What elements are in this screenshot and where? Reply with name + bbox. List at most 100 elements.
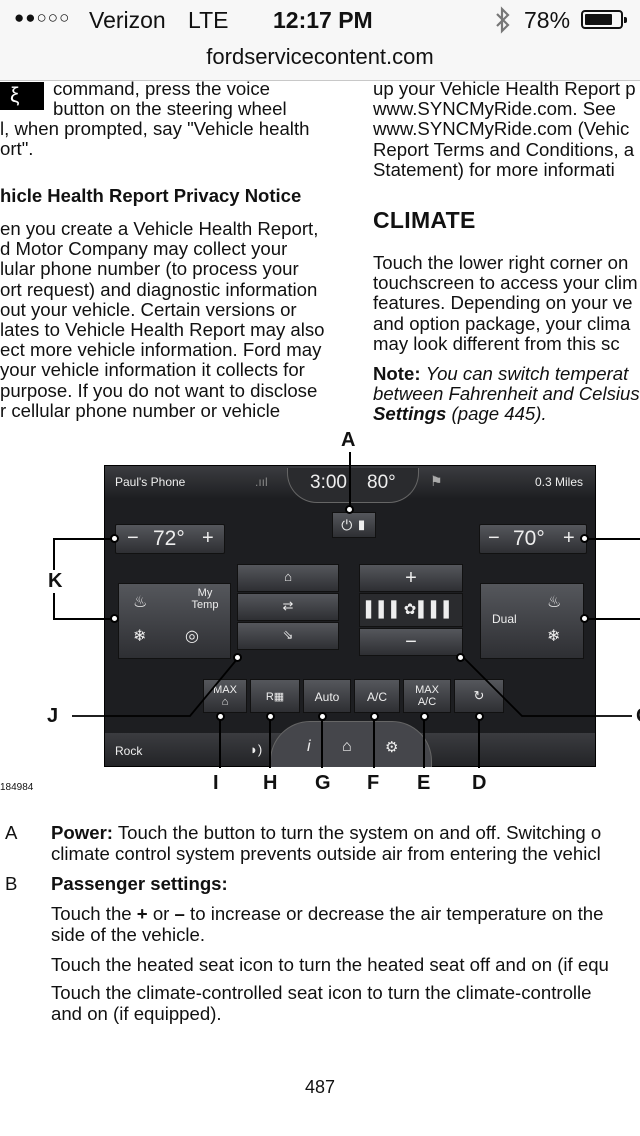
climate-text-line: touchscreen to access your clim [373,272,638,294]
fan-speed-indicator: ▌▌▌✿▌▌▌ [359,593,463,627]
description-letter-b: B [5,873,18,894]
health-report-text-line: www.SYNCMyRide.com. See [373,98,616,120]
voice-text-line: l, when prompted, say "Vehicle health [0,118,310,139]
callout-dot-d [475,712,484,721]
recirculate-button[interactable]: ↻ [454,679,504,713]
callout-line-d [478,716,480,768]
climate-seat-line: Touch the climate-controlled seat icon t… [51,982,592,1003]
settings-link[interactable]: Settings [373,403,447,424]
health-report-text-line: Report Terms and Conditions, a [373,138,635,160]
dual-button[interactable]: Dual [492,612,517,626]
screen-audio-icon[interactable]: ◗) [250,742,263,757]
privacy-text-line: r cellular phone number or vehicle [0,399,281,421]
voice-text-line: command, press the voice [53,78,271,99]
page-number: 487 [304,1077,336,1097]
voice-text-line: ort". [0,138,34,159]
screen-nav-icon: ⚑ [430,473,443,489]
screen-info-icon[interactable]: i [307,738,311,755]
battery-icon [581,10,627,29]
driver-temp-plus-button[interactable]: + [202,527,214,549]
driver-seat-panel [118,583,231,659]
power-title: Power: [51,822,113,843]
screen-outside-temp: 80° [367,472,396,493]
voice-text-line: button on the steering wheel [53,98,287,119]
passenger-temp-plus-button[interactable]: + [563,527,575,549]
figure-image-number: 184984 [0,782,34,793]
floor-airflow-button[interactable]: ⇘ [237,622,339,650]
passenger-temp-control [479,524,587,554]
text-fragment: Touch the [51,903,137,924]
callout-j: J [47,705,59,727]
screen-time: 3:00 [310,472,347,493]
text-fragment: to increase or decrease the air temperat… [184,903,604,924]
callout-line-f [373,716,375,768]
health-report-text-line: up your Vehicle Health Report p [373,78,636,99]
passenger-settings-title: Passenger settings: [51,873,228,894]
screen-clock-panel [287,468,419,503]
description-a-line: Power: Touch the button to turn the syst… [51,822,601,843]
fan-speed-plus-button[interactable]: + [359,564,463,592]
callout-line-b [584,618,640,620]
passenger-heated-seat-icon[interactable]: ♨ [547,594,562,611]
screen-audio-source: Rock [115,744,143,758]
callout-e: E [417,772,431,794]
callout-dot-a [345,505,354,514]
passenger-temp-value: 70° [513,527,545,550]
driver-temp-minus-button[interactable]: − [127,527,139,549]
callout-dot-h [266,712,275,721]
heated-seat-line: Touch the heated seat icon to turn the h… [51,954,609,975]
health-report-text-line: Statement) for more informati [373,158,615,180]
climate-text-line: may look different from this sc [373,332,620,354]
note-line: Settings (page 445). [373,403,547,424]
description-letter-a: A [5,822,18,843]
url-domain: fordservicecontent.com [206,44,434,69]
max-defrost-button[interactable]: MAX⌂ [203,679,247,713]
screen-distance: 0.3 Miles [535,475,584,489]
description-a-line: climate control system prevents outside … [51,843,601,864]
climate-text-line: and option package, your clima [373,312,631,334]
privacy-text-line: lular phone number (to process your [0,258,299,280]
page-reference: (page 445). [451,403,547,424]
callout-line-h [269,716,271,768]
bluetooth-icon [494,6,512,39]
callout-dot-i [216,712,225,721]
driver-heated-seat-icon[interactable]: ♨ [133,594,148,611]
passenger-temp-minus-button[interactable]: − [488,527,500,549]
text-fragment: or [147,903,175,924]
heated-wheel-icon[interactable]: ◎ [185,628,199,645]
callout-c: C [636,705,640,728]
callout-dot-e [420,712,429,721]
callout-line-a [349,452,351,510]
fan-speed-minus-button[interactable]: − [359,628,463,656]
passenger-cooled-seat-icon[interactable]: ❄ [547,628,561,645]
callout-line-b [584,538,640,540]
screen-signal-icon: .ııl [255,475,268,489]
status-bar: ●●○○○ Verizon LTE 12:17 PM 78% [0,0,640,40]
power-button[interactable]: ⏻ ▮ [332,512,376,538]
callout-line-k [53,538,113,540]
privacy-text-line: purpose. If you do not want to disclose [0,379,318,401]
callout-dot-k [110,534,119,543]
windshield-airflow-button[interactable]: ⌂ [237,564,339,592]
screen-settings-icon[interactable]: ⚙ [385,739,399,756]
screen-home-icon[interactable]: ⌂ [342,738,352,755]
callout-d: D [472,772,487,794]
callout-dot-k [110,614,119,623]
ac-button[interactable]: A/C [354,679,400,713]
auto-button[interactable]: Auto [303,679,351,713]
driver-temp-value: 72° [153,527,185,550]
driver-cooled-seat-icon[interactable]: ❄ [133,628,147,645]
callout-dot-f [370,712,379,721]
panel-airflow-button[interactable]: ⇄ [237,593,339,621]
callout-dot-b [580,614,589,623]
callout-f: F [367,772,380,794]
signal-strength-icon: ●●○○○ [14,8,71,27]
address-bar[interactable]: fordservicecontent.com [0,40,640,81]
plus-symbol: + [136,903,148,924]
rear-defrost-button[interactable]: R▦ [250,679,300,713]
my-temp-button[interactable]: My Temp [191,587,219,611]
minus-symbol: – [174,903,185,924]
callout-line-c [463,657,632,717]
note-label: Note: [373,363,421,384]
